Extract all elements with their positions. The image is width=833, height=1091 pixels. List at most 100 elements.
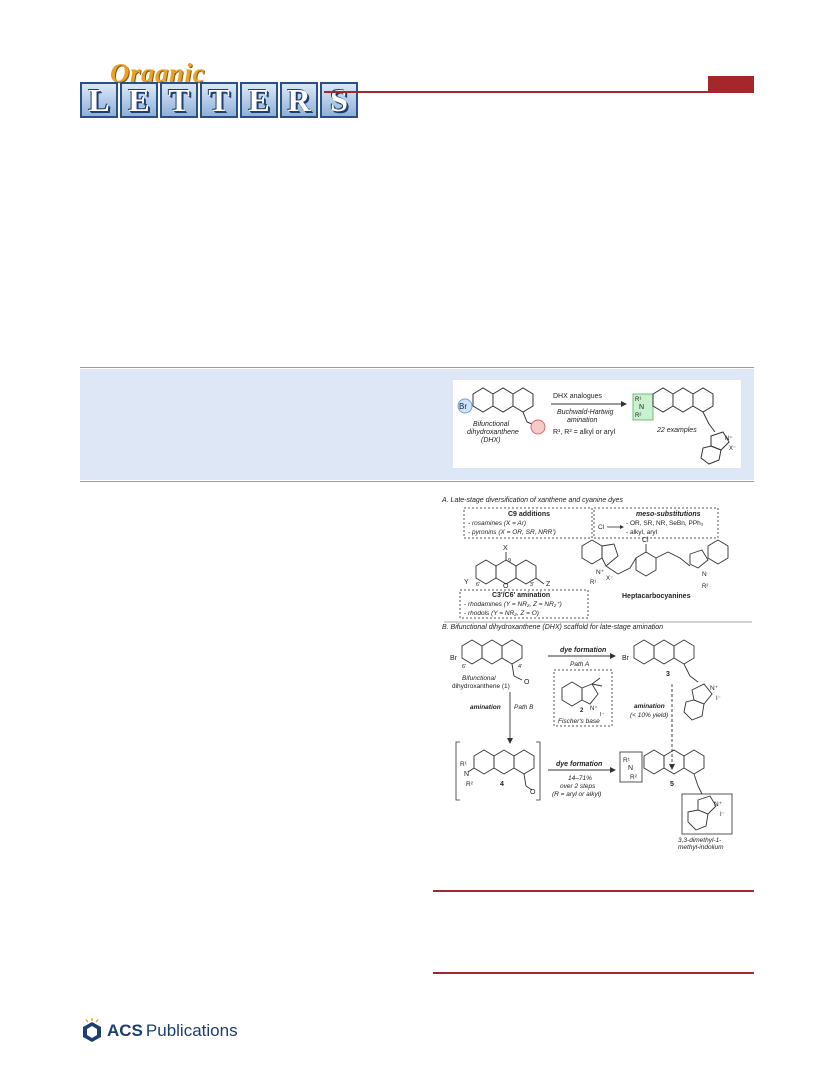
logo-tile: T xyxy=(200,82,238,118)
path-b-amination: amination xyxy=(470,704,501,711)
logo-tiles: L E T T E R S xyxy=(80,82,358,118)
abstract-bottom-rule xyxy=(80,481,754,482)
cy-n2: N xyxy=(702,571,707,578)
figure-1-svg: A. Late-stage diversification of xanthen… xyxy=(441,497,752,844)
indolium-box xyxy=(681,793,733,835)
fig-part-a-title: A. Late-stage diversification of xanthen… xyxy=(441,497,623,504)
fig-part-b-title: B. Bifunctional dihydroxanthene (DHX) sc… xyxy=(442,624,663,631)
compound-5 xyxy=(643,749,705,795)
c5-n: N xyxy=(628,765,633,772)
c3-nplus: N⁺ xyxy=(710,685,719,692)
c5-i: I⁻ xyxy=(720,812,725,818)
compound-4 xyxy=(467,749,535,791)
xanthene-9: 9 xyxy=(508,558,511,564)
heptacyanine xyxy=(581,539,729,577)
path-a-label: Path A xyxy=(570,661,589,668)
fischer-num: 2 xyxy=(580,708,584,714)
c5-r1: R¹ xyxy=(623,757,631,764)
meso-line-2: - alkyl, aryl xyxy=(626,529,658,536)
c5-r2: R² xyxy=(630,774,638,781)
toc-r1: R¹ xyxy=(635,397,641,403)
toc-nplus: N⁺ xyxy=(725,435,733,442)
c3-title: C3'/C6' amination xyxy=(492,592,550,599)
fischer-label: Fischer's base xyxy=(558,718,600,725)
c3-line-2: - rhodols (Y = NR₂, Z = O) xyxy=(464,610,539,617)
toc-br: Br xyxy=(459,402,467,411)
indolium-label-2: methyl-indolium xyxy=(678,844,724,851)
toc-start-label-2: dihydroxanthene xyxy=(467,429,519,436)
toc-amine-highlight xyxy=(632,393,654,421)
meso-box xyxy=(593,507,719,539)
xanthene-6: 6' xyxy=(476,582,480,588)
acs-text: ACS xyxy=(107,1021,143,1040)
compound-1 xyxy=(461,639,523,681)
xanthene-z: Z xyxy=(546,581,551,588)
logo-tile: R xyxy=(280,82,318,118)
c4-o: O xyxy=(530,789,536,796)
toc-arrow-bottom: R¹, R² = alkyl or aryl xyxy=(553,429,615,436)
c3-br: Br xyxy=(622,655,630,662)
c4-r1: R¹ xyxy=(460,761,468,768)
meso-title: meso-substitutions xyxy=(636,511,701,518)
fischer-box xyxy=(553,669,613,727)
c4-bracket-right xyxy=(536,741,541,801)
path-a-dye-formation: dye formation xyxy=(560,647,606,654)
yield-line-3: (R = aryl or alkyl) xyxy=(552,791,601,798)
logo-tile: L xyxy=(80,82,118,118)
c3-i: I⁻ xyxy=(716,696,721,702)
path-b-arrow-head xyxy=(507,738,513,744)
xanthene-y: Y xyxy=(464,579,469,586)
logo-tile: S xyxy=(320,82,358,118)
publications-text: Publications xyxy=(145,1021,238,1040)
yield-line-1: 14–71% xyxy=(568,775,592,782)
acs-publications-logo: ACS Publications xyxy=(80,1018,238,1044)
c1-label-2: dihydroxanthene (1) xyxy=(452,683,510,690)
logo-tile: E xyxy=(120,82,158,118)
c3-box xyxy=(459,589,589,619)
c4-n: N xyxy=(464,771,469,778)
hepta-label: Heptacarbocyanines xyxy=(622,593,691,600)
toc-br-highlight xyxy=(457,398,473,414)
cy-x: X⁻ xyxy=(606,576,613,582)
cy-cl: Cl xyxy=(642,537,649,544)
header-rule xyxy=(324,91,754,93)
toc-start-molecule xyxy=(472,387,538,427)
toc-examples: 22 examples xyxy=(656,427,697,434)
logo-tile: E xyxy=(240,82,278,118)
toc-x: X⁻ xyxy=(729,446,736,452)
xanthene-o: O xyxy=(503,583,509,590)
toc-n: N xyxy=(639,404,644,411)
toc-arrow-head xyxy=(621,401,627,407)
abstract-top-rule xyxy=(80,367,754,368)
yield-line-2: over 2 steps xyxy=(560,783,596,790)
xanthene-x: X xyxy=(503,545,508,552)
footnote-bottom-rule xyxy=(433,972,754,974)
indolium-label-1: 3,3-dimethyl-1- xyxy=(678,837,722,844)
c4-r2: R² xyxy=(466,781,474,788)
c9-box xyxy=(463,507,593,539)
meso-cl: Cl xyxy=(598,524,605,531)
c1-br: Br xyxy=(450,655,458,662)
c4-bracket-left xyxy=(455,741,460,801)
toc-product-molecule xyxy=(652,387,730,465)
c4-num: 4 xyxy=(500,781,504,788)
fischer-base xyxy=(561,677,603,707)
footnote-top-rule xyxy=(433,890,754,892)
cy-n1: N⁺ xyxy=(596,569,605,576)
toc-arrow-top: DHX analogues xyxy=(553,393,603,400)
toc-graphic: Br Bifunctional dihydroxanthene (DHX) DH… xyxy=(453,380,741,468)
fischer-i: I⁻ xyxy=(600,712,605,718)
toc-arrow-mid-2: amination xyxy=(567,417,597,424)
c1-label-1: Bifunctional xyxy=(462,675,496,682)
c5-amine-box xyxy=(619,751,643,783)
toc-start-label-3: (DHX) xyxy=(481,437,500,444)
c3-num: 3 xyxy=(666,671,670,678)
right-amination: amination xyxy=(634,703,665,710)
right-amination-arrow-head xyxy=(669,764,675,770)
meso-arrow-head xyxy=(620,525,624,529)
fischer-n: N⁺ xyxy=(590,705,598,712)
c1-6: 6' xyxy=(462,664,466,670)
toc-start-label-1: Bifunctional xyxy=(473,421,510,428)
logo-tile: T xyxy=(160,82,198,118)
c9-line-2: - pyronins (X = OR, SR, NRR') xyxy=(468,529,556,536)
